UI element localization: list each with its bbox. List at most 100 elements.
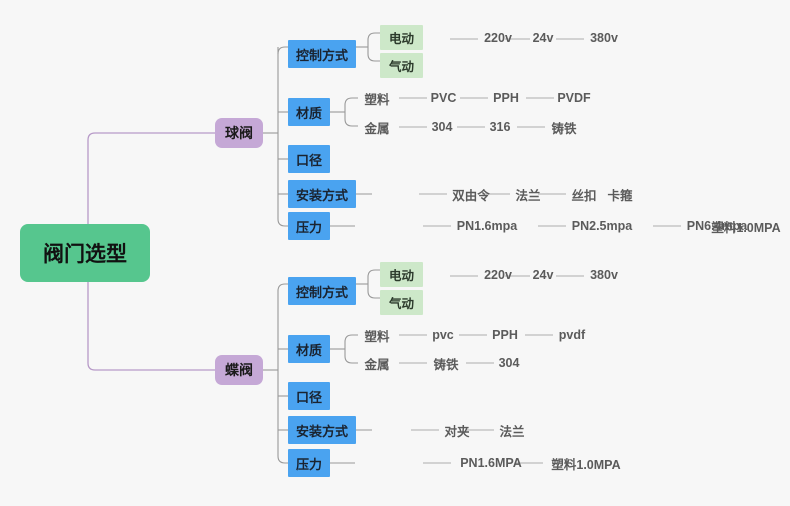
leaf-label: pvdf bbox=[558, 328, 586, 342]
leaf-text-flange-top[interactable]: 法兰 bbox=[510, 185, 546, 203]
leaf-label: 卡箍 bbox=[607, 188, 633, 203]
leaf-label: PN1.6MPA bbox=[460, 456, 522, 470]
leaf-text-220v-bottom[interactable]: 220v bbox=[478, 266, 518, 284]
root-node[interactable]: 阀门选型 bbox=[20, 224, 150, 282]
leaf-text-pn25mpa-top[interactable]: PN2.5mpa bbox=[566, 217, 638, 235]
leaf-text-pvdf-bottom[interactable]: pvdf bbox=[553, 326, 591, 344]
leaf-label: 塑料1.0MPA bbox=[551, 457, 621, 472]
leaf-label: 铸铁 bbox=[433, 357, 459, 372]
leaf-label: 塑料1.0MPA bbox=[711, 220, 781, 235]
root-label: 阀门选型 bbox=[43, 243, 127, 266]
leaf-label: 24v bbox=[532, 268, 554, 282]
category-node-diameter-top[interactable]: 口径 bbox=[288, 145, 330, 173]
leaf-label: 电动 bbox=[388, 32, 414, 46]
leaf-text-plastic-bottom[interactable]: 塑料 bbox=[358, 326, 396, 344]
leaf-label: 金属 bbox=[364, 357, 390, 372]
category-node-control-mode-top[interactable]: 控制方式 bbox=[288, 40, 356, 68]
leaf-node-pneumatic-top[interactable]: 气动 bbox=[380, 53, 423, 78]
leaf-label: PVC bbox=[430, 91, 457, 105]
leaf-label: 220v bbox=[484, 31, 512, 45]
leaf-text-304-top[interactable]: 304 bbox=[427, 118, 457, 136]
leaf-text-duijia[interactable]: 对夹 bbox=[439, 421, 475, 439]
leaf-label: 法兰 bbox=[499, 424, 525, 439]
leaf-label: 220v bbox=[484, 268, 512, 282]
leaf-node-electric-bottom[interactable]: 电动 bbox=[380, 262, 423, 287]
leaf-label: 丝扣 bbox=[571, 188, 597, 203]
leaf-label: 气动 bbox=[388, 60, 414, 74]
leaf-label: pvc bbox=[432, 328, 454, 342]
category-node-pressure-bottom[interactable]: 压力 bbox=[288, 449, 330, 477]
leaf-text-plastic10mpa-top[interactable]: 塑料1.0MPA bbox=[703, 217, 789, 235]
leaf-label: 塑料 bbox=[364, 329, 390, 344]
category-node-material-bottom[interactable]: 材质 bbox=[288, 335, 330, 363]
leaf-text-304-bottom[interactable]: 304 bbox=[494, 354, 524, 372]
leaf-node-electric-top[interactable]: 电动 bbox=[380, 25, 423, 50]
branch-label: 球阀 bbox=[225, 125, 253, 141]
leaf-label: 法兰 bbox=[515, 188, 541, 203]
leaf-text-plastic-top[interactable]: 塑料 bbox=[358, 89, 396, 107]
leaf-label: 304 bbox=[431, 120, 453, 134]
leaf-label: 380v bbox=[590, 268, 618, 282]
leaf-label: PPH bbox=[492, 328, 518, 342]
leaf-text-380v-top[interactable]: 380v bbox=[584, 29, 624, 47]
category-label: 材质 bbox=[296, 105, 323, 121]
leaf-text-316-top[interactable]: 316 bbox=[485, 118, 515, 136]
leaf-label: 380v bbox=[590, 31, 618, 45]
leaf-text-pvc-bottom[interactable]: pvc bbox=[427, 326, 459, 344]
leaf-text-pn16mpa-bottom[interactable]: PN1.6MPA bbox=[451, 454, 531, 472]
leaf-text-pvdf-top[interactable]: PVDF bbox=[554, 89, 594, 107]
category-label: 材质 bbox=[296, 342, 323, 358]
leaf-label: 24v bbox=[532, 31, 554, 45]
leaf-label: 塑料 bbox=[364, 92, 390, 107]
category-label: 口径 bbox=[296, 152, 323, 168]
leaf-text-pn16mpa-top[interactable]: PN1.6mpa bbox=[451, 217, 523, 235]
leaf-text-220v-top[interactable]: 220v bbox=[478, 29, 518, 47]
category-node-diameter-bottom[interactable]: 口径 bbox=[288, 382, 330, 410]
category-label: 口径 bbox=[296, 389, 323, 405]
category-label: 压力 bbox=[296, 219, 323, 235]
category-node-control-mode-bottom[interactable]: 控制方式 bbox=[288, 277, 356, 305]
leaf-text-kagu[interactable]: 卡箍 bbox=[602, 185, 638, 203]
leaf-text-24v-bottom[interactable]: 24v bbox=[527, 266, 559, 284]
leaf-label: PN1.6mpa bbox=[456, 219, 518, 233]
leaf-label: 对夹 bbox=[444, 424, 470, 439]
branch-label: 蝶阀 bbox=[225, 362, 253, 378]
leaf-text-pvc-top[interactable]: PVC bbox=[427, 89, 460, 107]
leaf-label: 双由令 bbox=[452, 188, 490, 203]
leaf-text-pph-top[interactable]: PPH bbox=[488, 89, 524, 107]
category-node-installation-top[interactable]: 安装方式 bbox=[288, 180, 356, 208]
category-label: 压力 bbox=[296, 456, 323, 472]
category-node-material-top[interactable]: 材质 bbox=[288, 98, 330, 126]
leaf-label: 金属 bbox=[364, 121, 390, 136]
leaf-label: PN2.5mpa bbox=[571, 219, 633, 233]
category-node-installation-bottom[interactable]: 安装方式 bbox=[288, 416, 356, 444]
leaf-text-plastic10mpa-bottom[interactable]: 塑料1.0MPA bbox=[543, 454, 629, 472]
leaf-text-380v-bottom[interactable]: 380v bbox=[584, 266, 624, 284]
leaf-text-flange-bottom[interactable]: 法兰 bbox=[494, 421, 530, 439]
leaf-text-24v-top[interactable]: 24v bbox=[527, 29, 559, 47]
leaf-label: 304 bbox=[498, 356, 520, 370]
leaf-text-shuangyouling[interactable]: 双由令 bbox=[447, 185, 495, 203]
branch-node-diefa[interactable]: 蝶阀 bbox=[215, 355, 263, 385]
leaf-text-castiron-top[interactable]: 铸铁 bbox=[545, 118, 583, 136]
category-label: 控制方式 bbox=[296, 284, 349, 300]
leaf-label: 气动 bbox=[388, 297, 414, 311]
category-label: 安装方式 bbox=[296, 423, 349, 439]
leaf-label: 316 bbox=[489, 120, 511, 134]
leaf-label: PPH bbox=[493, 91, 519, 105]
category-label: 安装方式 bbox=[296, 187, 349, 203]
leaf-text-metal-bottom[interactable]: 金属 bbox=[358, 354, 396, 372]
leaf-text-metal-top[interactable]: 金属 bbox=[358, 118, 396, 136]
category-node-pressure-top[interactable]: 压力 bbox=[288, 212, 330, 240]
leaf-text-pn64mpa-top[interactable]: PN6.4mpa bbox=[681, 217, 753, 235]
branch-node-qiufa[interactable]: 球阀 bbox=[215, 118, 263, 148]
leaf-label: PVDF bbox=[557, 91, 591, 105]
leaf-node-pneumatic-bottom[interactable]: 气动 bbox=[380, 290, 423, 315]
leaf-text-sikou[interactable]: 丝扣 bbox=[566, 185, 602, 203]
leaf-label: PN6.4mpa bbox=[686, 219, 748, 233]
leaf-label: 电动 bbox=[388, 269, 414, 283]
leaf-text-castiron-bottom[interactable]: 铸铁 bbox=[427, 354, 465, 372]
leaf-text-pph-bottom[interactable]: PPH bbox=[487, 326, 523, 344]
leaf-label: 铸铁 bbox=[551, 121, 577, 136]
